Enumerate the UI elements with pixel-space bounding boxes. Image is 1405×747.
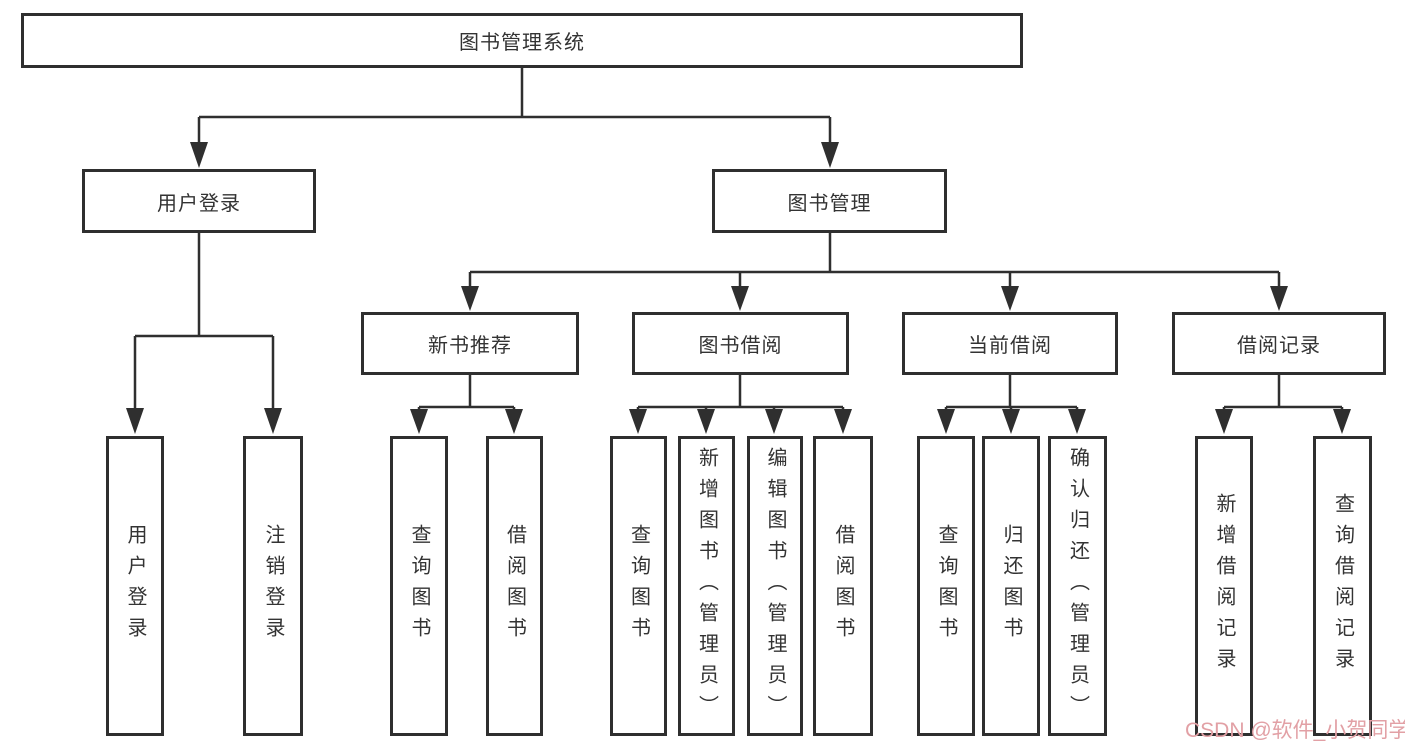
leaf-label: 编辑图书（管理员）	[764, 446, 786, 726]
leaf-label: 借阅图书	[832, 524, 854, 648]
leaf-return-books: 归还图书	[982, 436, 1040, 736]
node-user-login: 用户登录	[82, 169, 316, 233]
connector-user-login	[126, 233, 282, 434]
connector-current-borrow	[937, 375, 1086, 434]
leaf-label: 确认归还（管理员）	[1066, 446, 1089, 726]
connector-book-mgmt	[461, 233, 1288, 311]
leaf-label: 查询图书	[627, 524, 650, 648]
leaf-logout: 注销登录	[243, 436, 303, 736]
leaf-label: 查询图书	[408, 524, 430, 648]
leaf-label: 注销登录	[262, 524, 284, 648]
leaf-borrow-books: 借阅图书	[813, 436, 873, 736]
leaf-label: 查询借阅记录	[1331, 493, 1354, 679]
leaf-add-borrow-record: 新增借阅记录	[1195, 436, 1253, 736]
leaf-query-books-borrow: 查询图书	[610, 436, 667, 736]
leaf-label: 借阅图书	[503, 524, 526, 648]
leaf-edit-books-admin: 编辑图书（管理员）	[747, 436, 803, 736]
connector-root	[190, 68, 839, 168]
leaf-label: 归还图书	[1000, 524, 1022, 648]
node-root-library-system: 图书管理系统	[21, 13, 1023, 68]
leaf-label: 用户登录	[124, 524, 146, 648]
csdn-watermark: CSDN @软件_小贺同学	[1185, 719, 1405, 742]
node-new-book-recommend: 新书推荐	[361, 312, 579, 375]
node-current-borrow: 当前借阅	[902, 312, 1118, 375]
connector-borrow-records	[1215, 375, 1351, 434]
leaf-query-books-current: 查询图书	[917, 436, 975, 736]
connector-book-borrow	[629, 375, 852, 434]
leaf-label: 新增借阅记录	[1213, 493, 1235, 679]
leaf-confirm-return-admin: 确认归还（管理员）	[1048, 436, 1107, 736]
leaf-query-books-recommend: 查询图书	[390, 436, 448, 736]
leaf-add-books-admin: 新增图书（管理员）	[678, 436, 735, 736]
leaf-label: 查询图书	[935, 524, 957, 648]
leaf-user-login: 用户登录	[106, 436, 164, 736]
leaf-borrow-books-recommend: 借阅图书	[486, 436, 543, 736]
node-borrow-records: 借阅记录	[1172, 312, 1386, 375]
connector-new-book	[410, 375, 523, 434]
node-book-management: 图书管理	[712, 169, 947, 233]
leaf-query-borrow-record: 查询借阅记录	[1313, 436, 1372, 736]
leaf-label: 新增图书（管理员）	[695, 446, 718, 726]
node-book-borrow: 图书借阅	[632, 312, 849, 375]
